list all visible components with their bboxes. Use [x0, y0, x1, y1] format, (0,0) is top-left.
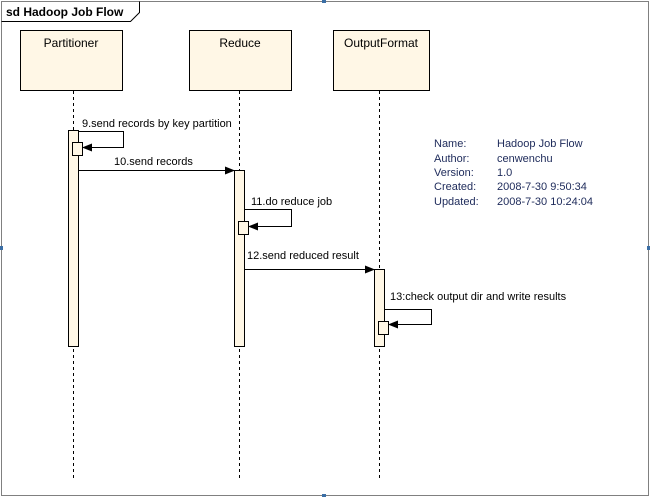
lifeline-head-partitioner [20, 30, 123, 91]
frame-title-tab [1, 1, 140, 22]
activation-partitioner-nested [72, 142, 83, 156]
message-12-label: 12.send reduced result [247, 250, 359, 262]
note-value-created: 2008-7-30 9:50:34 [497, 181, 587, 193]
message-12: 12.send reduced result [244, 250, 375, 274]
resize-handle-bottom[interactable] [322, 494, 326, 497]
frame-title: sd Hadoop Job Flow [6, 5, 124, 19]
message-11-arrow [244, 209, 292, 231]
note-key-name: Name: [434, 138, 466, 150]
lifeline-head-reduce [189, 30, 292, 91]
message-13-arrow [384, 309, 432, 329]
message-10: 10.send records [78, 156, 235, 175]
resize-handle-top[interactable] [322, 0, 326, 3]
note-key-author: Author: [434, 153, 469, 165]
note-value-name: Hadoop Job Flow [497, 138, 583, 150]
note-value-updated: 2008-7-30 10:24:04 [497, 196, 593, 208]
lifeline-label-partitioner: Partitioner [44, 36, 99, 50]
message-13: 13:check output dir and write results [384, 291, 567, 329]
resize-handle-left[interactable] [0, 246, 3, 250]
message-9-arrow [78, 131, 124, 152]
lifeline-head-outputformat [333, 30, 430, 91]
metadata-note: Name: Hadoop Job Flow Author: cenwenchu … [434, 138, 593, 208]
resize-handle-right[interactable] [647, 246, 650, 250]
activation-partitioner [68, 130, 79, 347]
activation-outputformat [374, 269, 385, 347]
activation-outputformat-nested [378, 321, 389, 335]
note-key-created: Created: [434, 181, 476, 193]
note-value-version: 1.0 [497, 167, 512, 179]
note-key-updated: Updated: [434, 196, 479, 208]
message-13-label: 13:check output dir and write results [390, 291, 567, 303]
note-value-author: cenwenchu [497, 153, 553, 165]
message-9: 9.send records by key partition [78, 118, 232, 152]
message-10-label: 10.send records [114, 156, 193, 168]
message-11-label: 11.do reduce job [251, 196, 332, 208]
message-9-label: 9.send records by key partition [82, 118, 232, 130]
activation-reduce-nested [238, 221, 249, 235]
lifeline-label-reduce: Reduce [219, 36, 261, 50]
activation-reduce [234, 170, 245, 347]
note-key-version: Version: [434, 167, 474, 179]
message-11: 11.do reduce job [244, 196, 332, 231]
lifeline-reduce: Reduce [189, 30, 292, 480]
lifeline-label-outputformat: OutputFormat [344, 36, 419, 50]
